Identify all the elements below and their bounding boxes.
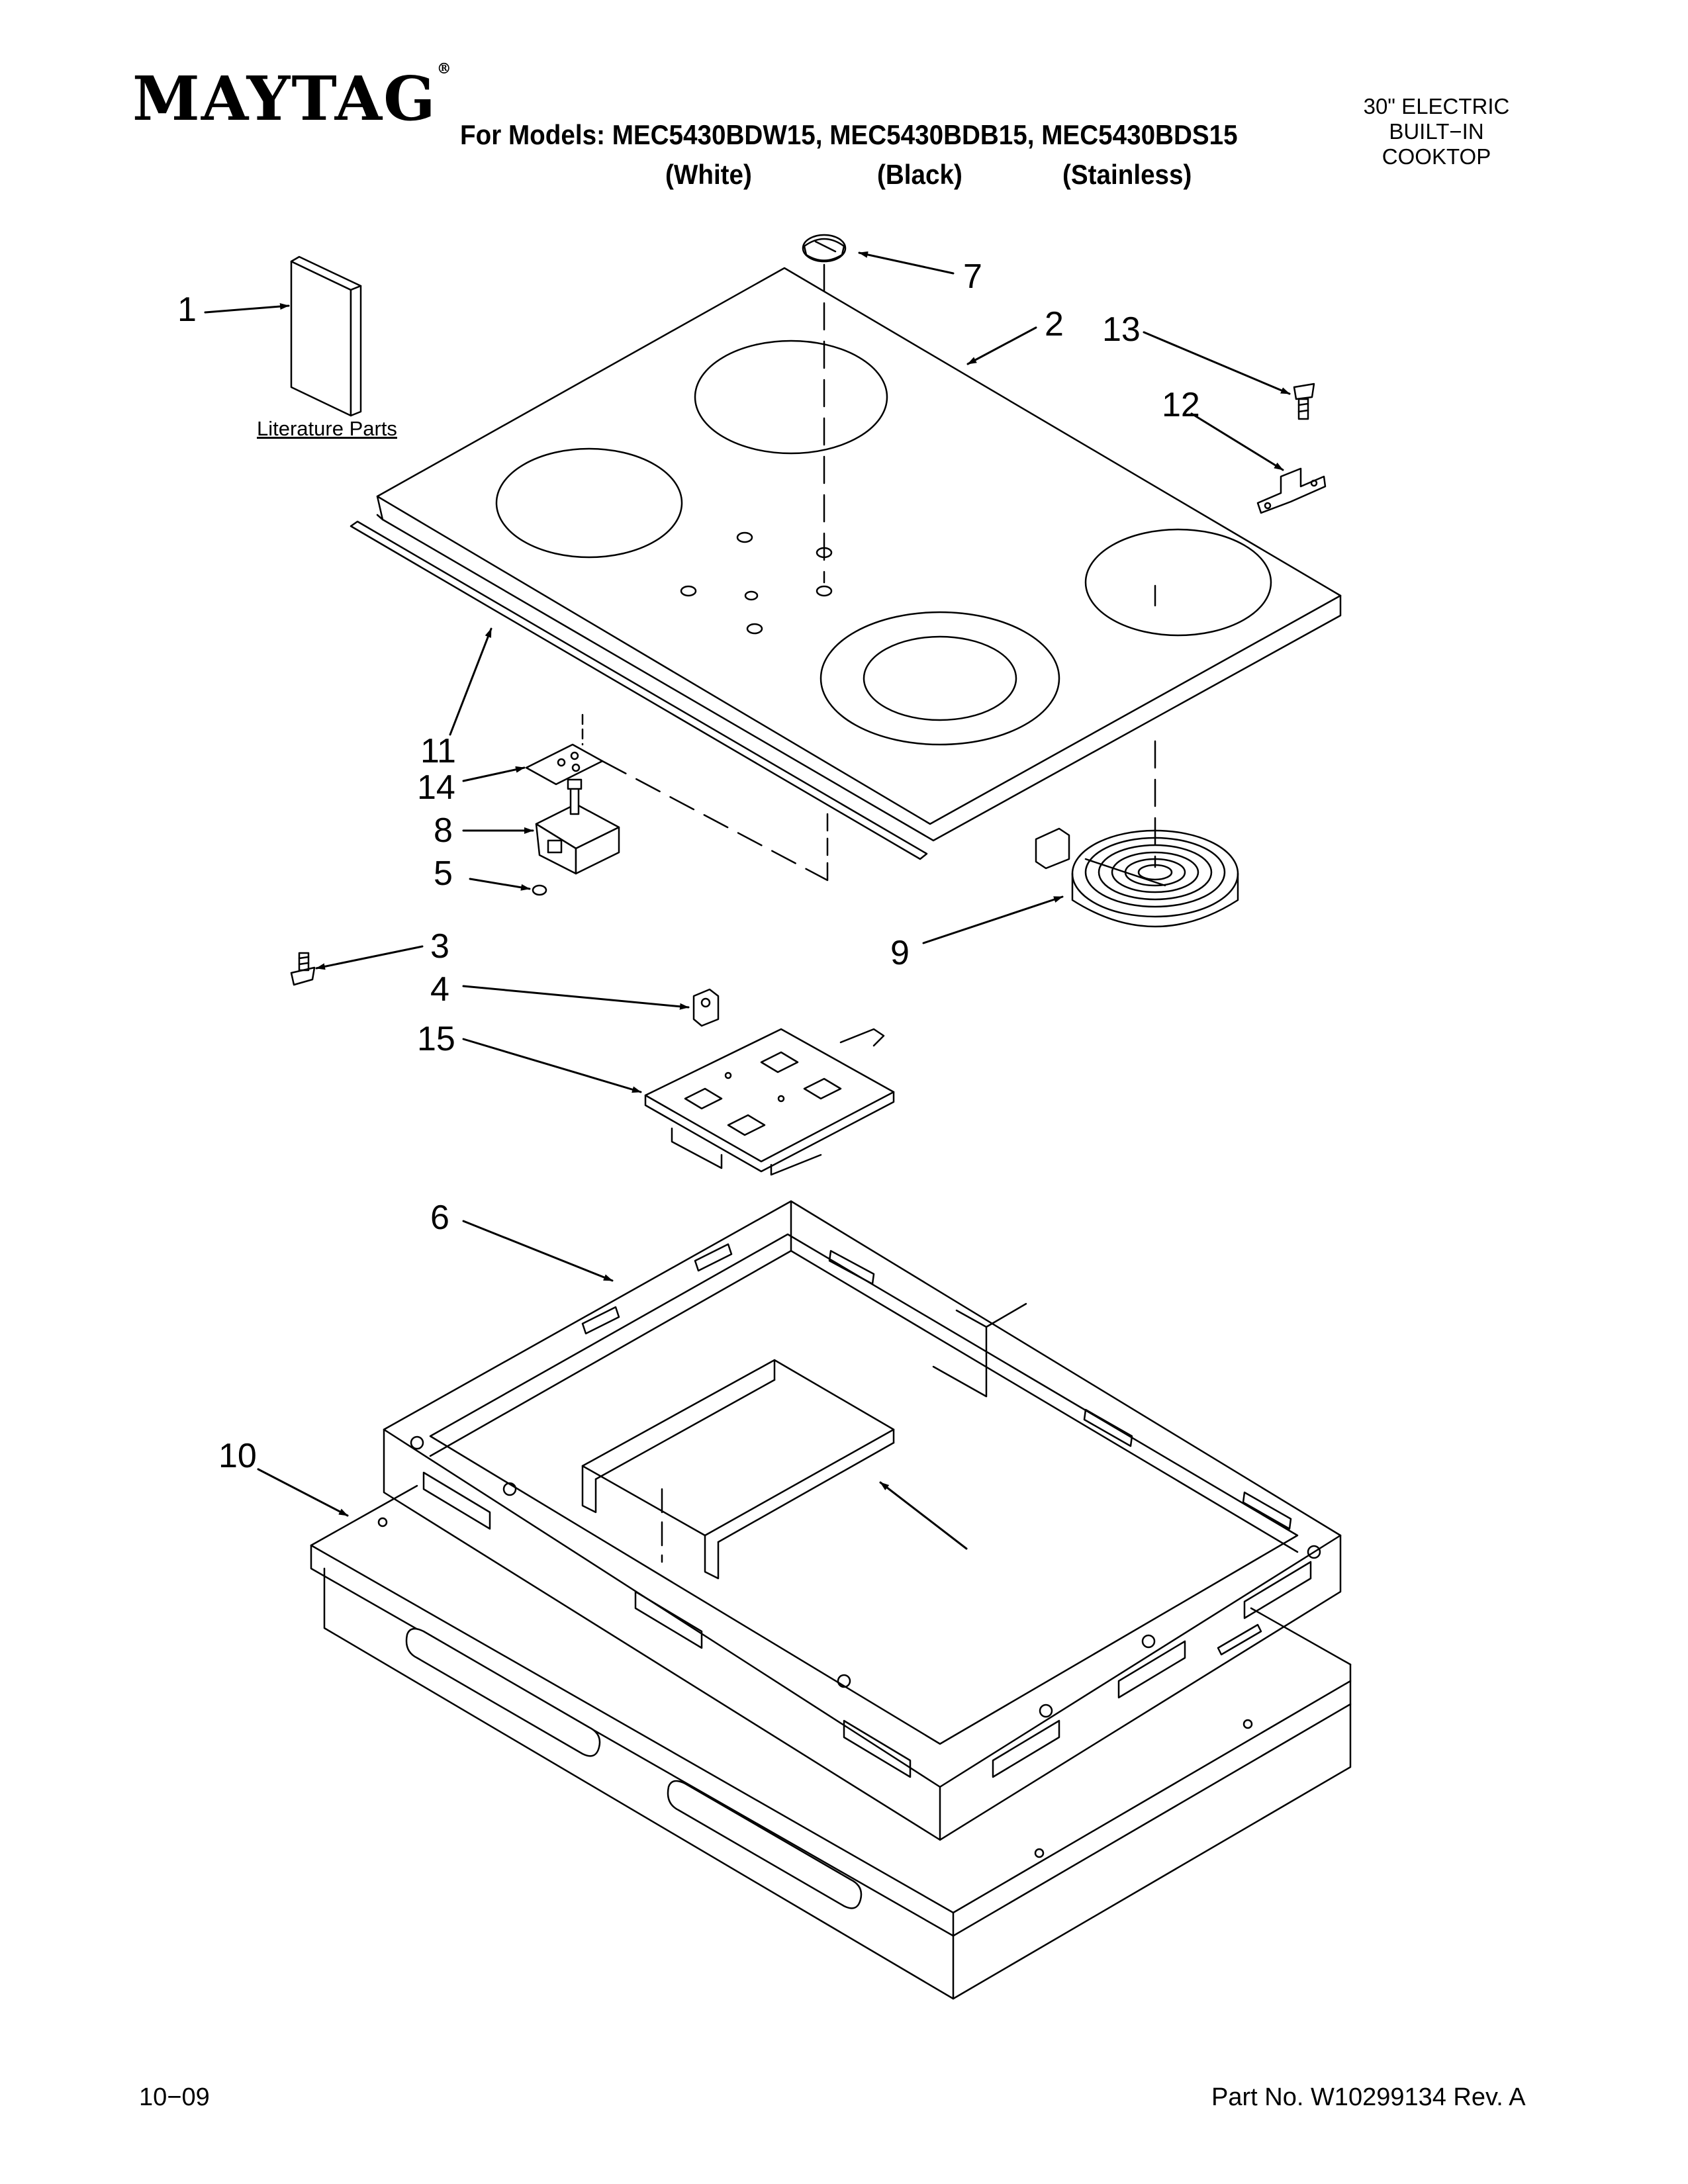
literature-booklet [290,255,362,417]
product-type: 30" ELECTRIC BUILT−IN COOKTOP [1363,94,1510,169]
burner-rear-right [1084,528,1272,637]
burner-front-left [495,447,683,559]
switch-mounting-bracket [644,1028,895,1176]
burner-box [383,1200,1342,1841]
callout-6: 6 [430,1199,449,1237]
mounting-bracket [1256,467,1327,514]
callout-3: 3 [430,927,449,966]
outer-pan [310,1484,1352,2000]
callout-4: 4 [430,970,449,1009]
burner-front-right-inner [863,635,1017,721]
callout-8: 8 [434,811,453,850]
control-knob [802,234,847,263]
burner-front-right-outer [820,611,1060,746]
footer-date: 10−09 [139,2083,210,2111]
variant-stainless: (Stainless) [1062,159,1192,190]
callout-11: 11 [420,732,456,770]
models-line: For Models: MEC5430BDW15, MEC5430BDB15, … [460,119,1238,150]
variant-black: (Black) [877,159,962,190]
radiant-surface-element [1035,827,1239,928]
literature-parts-label: Literature Parts [257,417,397,440]
callout-12: 12 [1162,386,1200,424]
variant-white: (White) [665,159,752,190]
callout-10: 10 [218,1437,257,1475]
callout-15: 15 [417,1020,455,1058]
heat-shield [581,1359,895,1580]
screw-3 [290,952,316,986]
brand-logo: MAYTAG® [132,60,453,134]
leader-lines [204,251,1291,1550]
callout-1: 1 [177,291,197,329]
callout-13: 13 [1102,310,1141,349]
callout-9: 9 [890,934,910,972]
glass-cooktop [376,267,1342,842]
burner-rear-left [694,340,888,455]
infinite-switch [535,778,620,875]
gasket-strip [350,520,928,860]
retaining-clip [692,988,720,1027]
spring-nut [532,884,547,896]
callout-7: 7 [963,257,982,296]
callout-2: 2 [1045,305,1064,343]
footer-part-number: Part No. W10299134 Rev. A [1211,2083,1526,2111]
control-label [525,743,604,786]
callout-14: 14 [417,768,455,807]
callout-5: 5 [434,854,453,893]
screw-13 [1293,383,1315,420]
